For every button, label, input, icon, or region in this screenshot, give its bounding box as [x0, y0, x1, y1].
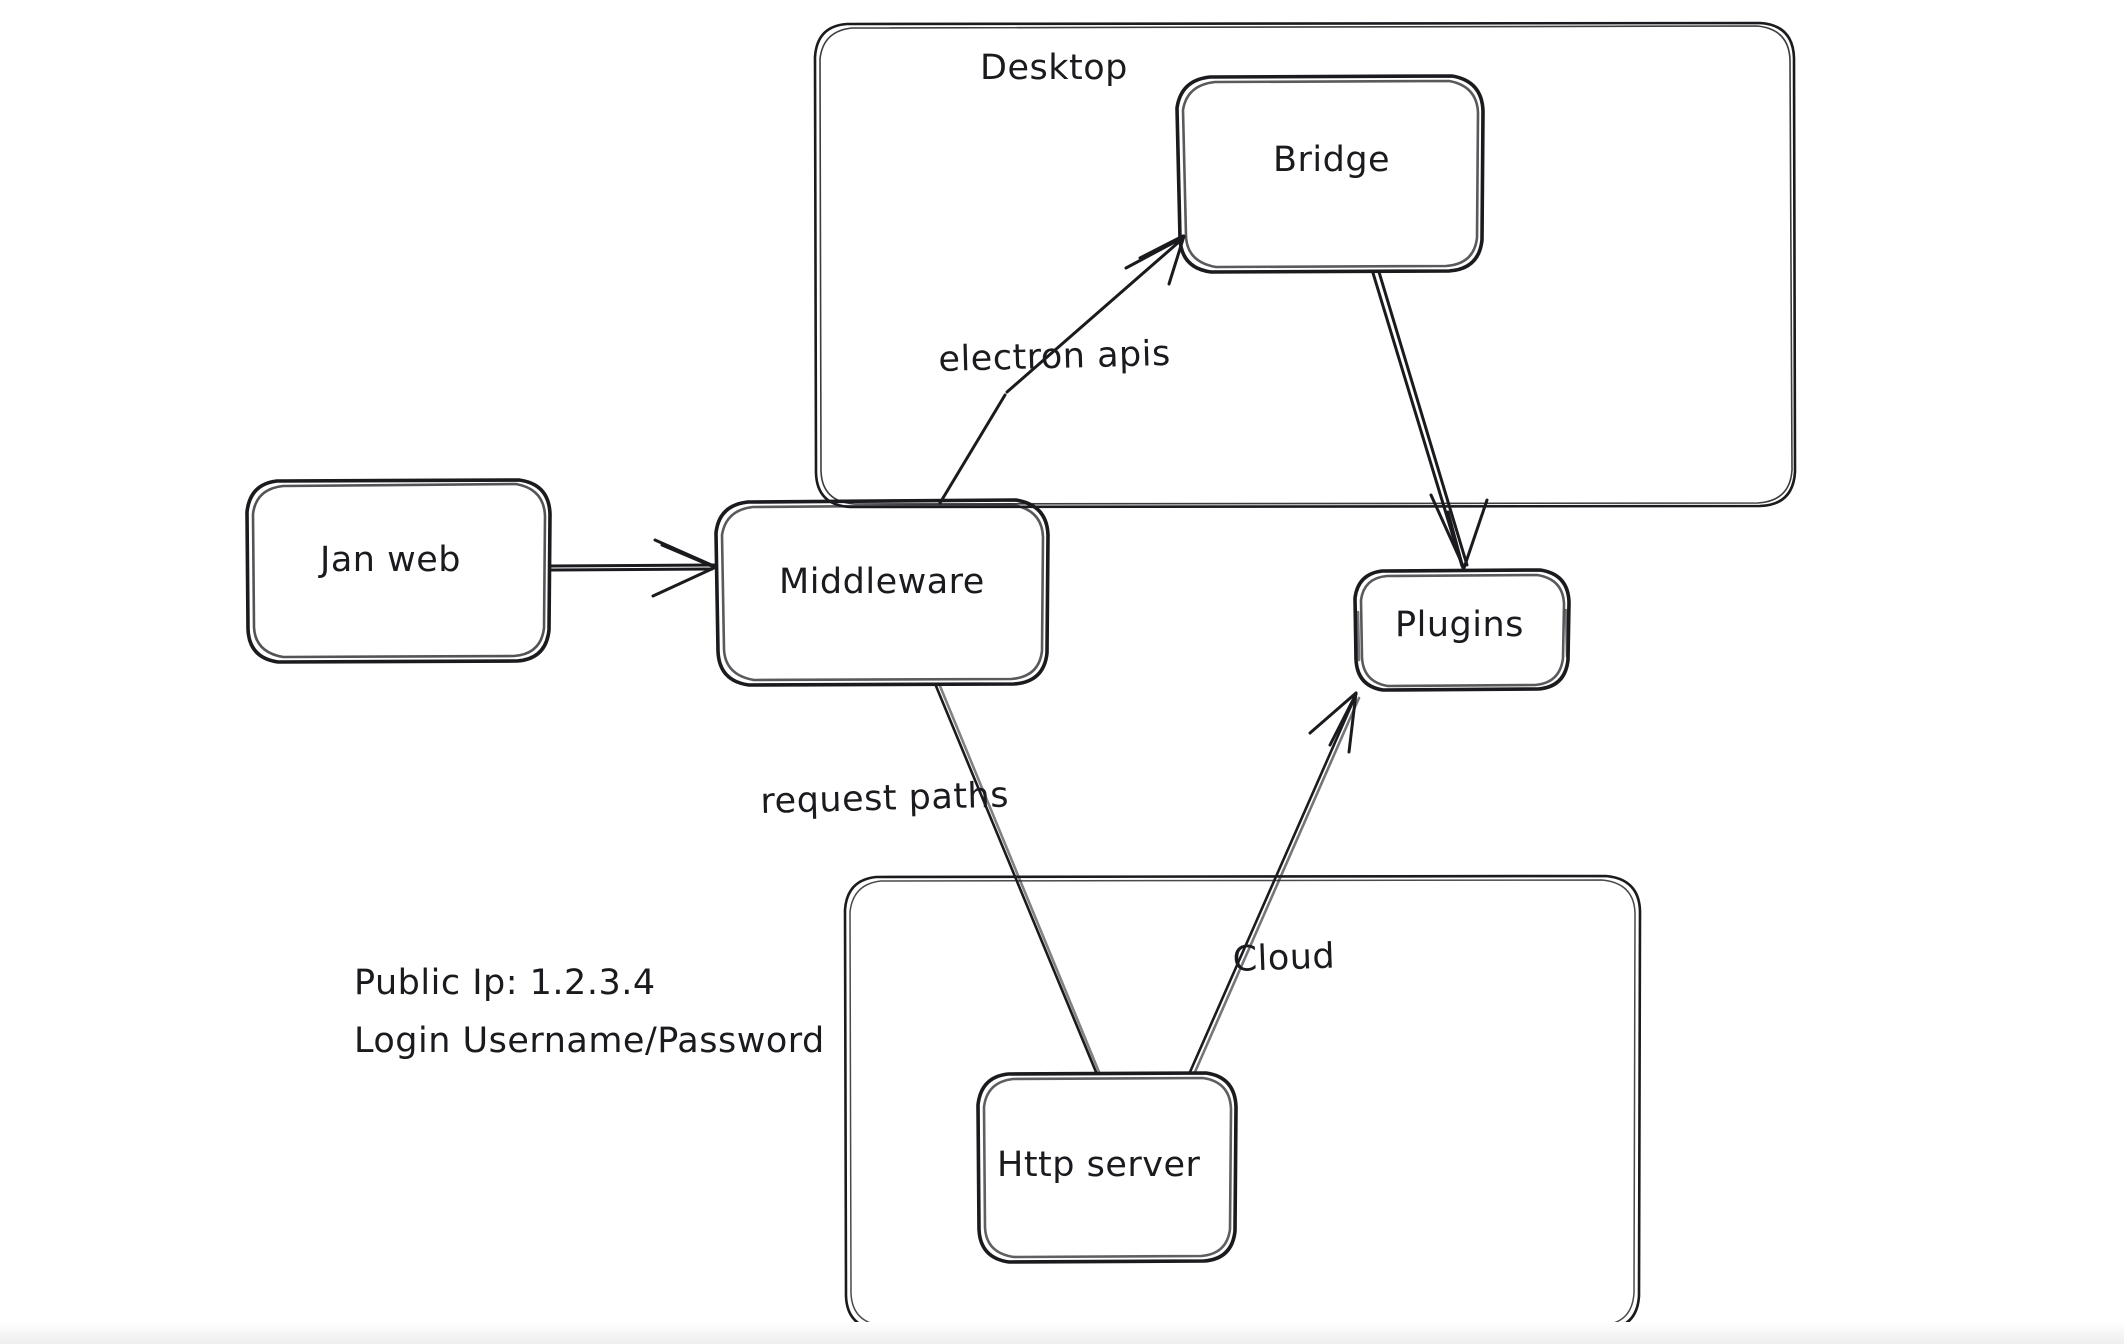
- node-label-http-server[interactable]: Http server: [997, 1145, 1201, 1185]
- node-label-jan-web[interactable]: Jan web: [320, 540, 461, 580]
- node-jan-web-outline: [245, 478, 552, 664]
- group-label-desktop: Desktop: [980, 48, 1128, 88]
- node-middleware-outline: [714, 498, 1050, 687]
- edge-middleware-to-http-server: [934, 684, 1101, 1074]
- edge-http-server-to-plugins: [1188, 691, 1361, 1074]
- edge-middleware-to-bridge: [938, 234, 1186, 505]
- group-desktop-outline: [813, 21, 1797, 509]
- node-plugins-outline: [1353, 568, 1571, 692]
- note-login-credentials: Login Username/Password: [354, 1021, 825, 1061]
- node-bridge-outline: [1175, 74, 1485, 274]
- note-public-ip: Public Ip: 1.2.3.4: [354, 963, 656, 1003]
- edge-janweb-to-middleware: [549, 538, 718, 598]
- node-label-bridge[interactable]: Bridge: [1273, 140, 1391, 180]
- edge-label-electron-apis: electron apis: [938, 333, 1172, 380]
- edge-bridge-to-plugins: [1371, 270, 1489, 570]
- edge-label-cloud: Cloud: [1232, 936, 1336, 980]
- node-http-server-outline: [976, 1071, 1238, 1264]
- node-label-middleware[interactable]: Middleware: [779, 562, 985, 602]
- page-bottom-strip: [0, 1322, 2124, 1344]
- edge-label-request-paths: request paths: [760, 775, 1010, 822]
- node-label-plugins[interactable]: Plugins: [1395, 605, 1524, 645]
